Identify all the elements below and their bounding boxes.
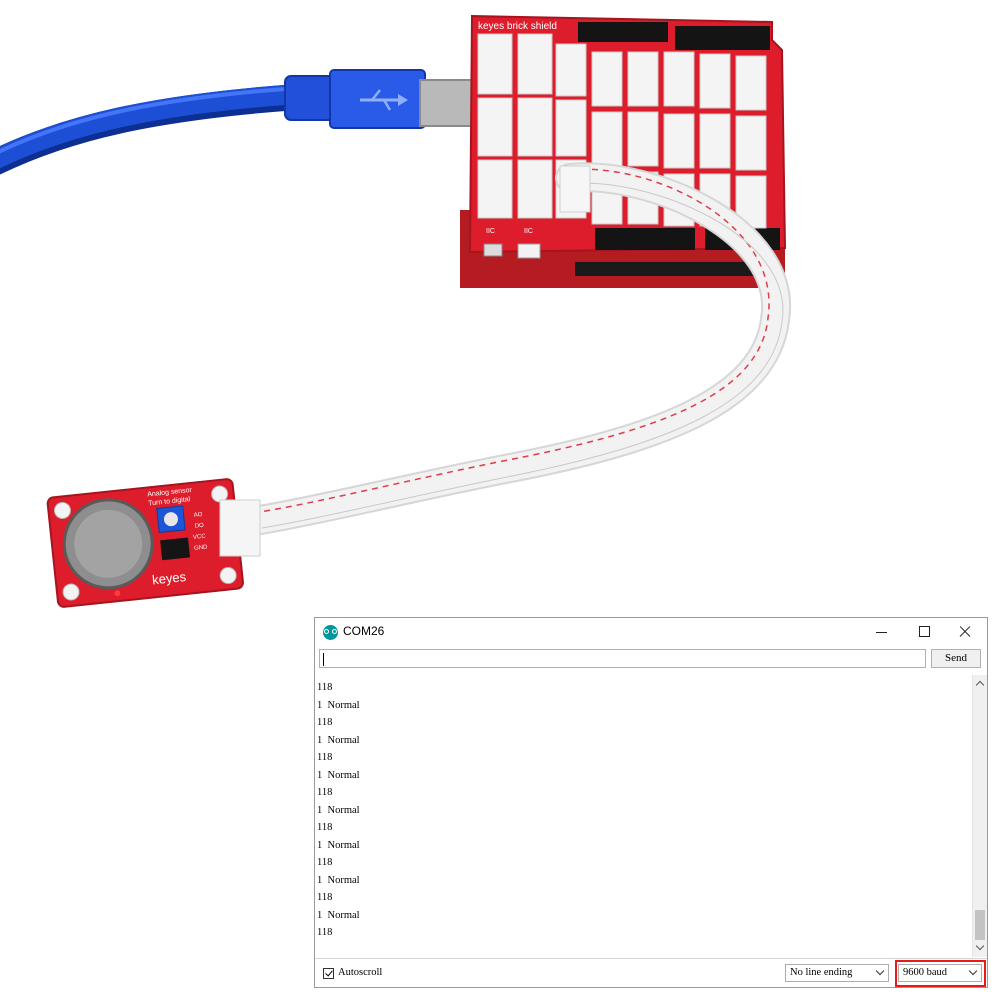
output-line: 1 Normal [317, 699, 360, 711]
output-line: 1 Normal [317, 909, 360, 921]
vertical-scrollbar[interactable] [972, 675, 987, 957]
output-line: 118 [317, 682, 333, 693]
title-bar: COM26 [315, 618, 987, 646]
iic-left-label: IIC [486, 228, 495, 235]
pin-label-vcc: VCC [193, 534, 207, 541]
mount-hole [53, 501, 71, 519]
baud-rate-select[interactable]: 9600 baud [898, 964, 982, 982]
sensor-brand-label: keyes [151, 569, 187, 588]
line-ending-select[interactable]: No line ending [785, 964, 889, 982]
gas-sensor-mesh [74, 509, 143, 578]
scroll-down-icon[interactable] [973, 941, 987, 955]
minimize-button[interactable] [869, 621, 895, 643]
sensor-label-line1: Analog sensor [147, 487, 193, 499]
potentiometer-knob [163, 512, 178, 527]
baud-highlight-box [895, 960, 986, 987]
usb-symbol-icon [360, 89, 408, 111]
autoscroll-label: Autoscroll [338, 967, 383, 978]
shield-connectors [477, 33, 767, 229]
chevron-down-icon [875, 966, 885, 976]
pin-label-ao: AO [193, 512, 203, 519]
text-caret [323, 653, 324, 666]
scroll-up-icon[interactable] [973, 677, 987, 691]
output-line: 1 Normal [317, 874, 360, 886]
output-line: 118 [317, 717, 333, 728]
output-line: 118 [317, 822, 333, 833]
output-line: 1 Normal [317, 734, 360, 746]
shield-title: keyes brick shield [478, 21, 557, 32]
iic-right-label: IIC [524, 228, 533, 235]
pin-label-gnd: GND [194, 544, 209, 551]
serial-monitor-window: COM26 Send 118 1 Normal 118 1 Normal 118 1 No… [314, 617, 988, 988]
power-led [114, 590, 121, 597]
output-line: 118 [317, 892, 333, 903]
output-line: 1 Normal [317, 769, 360, 781]
serial-output[interactable]: 118 1 Normal 118 1 Normal 118 1 Normal 118 1 No… [315, 675, 972, 957]
window-title: COM26 [343, 624, 385, 638]
output-line: 1 Normal [317, 839, 360, 851]
small-connector [517, 243, 541, 259]
send-row: Send [315, 646, 987, 674]
sensor-label-line2: Turn to digital [148, 496, 191, 507]
mount-hole [219, 567, 237, 585]
bottom-bar: Autoscroll No line ending 9600 baud [315, 958, 987, 988]
output-line: 118 [317, 752, 333, 763]
mount-hole [62, 583, 80, 601]
comparator-chip [160, 537, 191, 561]
reset-button [483, 243, 503, 257]
gas-sensor-module: Analog sensor Turn to digital keyes AO D… [46, 478, 244, 608]
shield-header-bottom-left [595, 228, 695, 250]
maximize-button[interactable] [911, 621, 937, 643]
usb-cable-highlight [0, 84, 332, 154]
ribbon-plug-shield [559, 165, 591, 213]
output-line: 1 Normal [317, 804, 360, 816]
close-button[interactable] [952, 621, 978, 643]
send-button[interactable]: Send [931, 649, 981, 668]
ribbon-cable-stripe [259, 168, 770, 513]
output-line: 118 [317, 927, 333, 938]
pin-label-do: DO [195, 523, 205, 530]
line-ending-value: No line ending [790, 967, 853, 978]
arduino-header [575, 262, 775, 276]
output-line: 118 [317, 787, 333, 798]
shield-header-top-left [578, 22, 668, 42]
scroll-thumb[interactable] [975, 910, 985, 940]
ribbon-cable-line [261, 182, 784, 529]
usb-b-connector [419, 79, 476, 127]
serial-input[interactable] [319, 649, 926, 668]
shield-header-top-right [675, 26, 770, 50]
ribbon-cable [247, 164, 790, 533]
output-line: 118 [317, 857, 333, 868]
sensor-connector [219, 499, 261, 557]
arduino-logo-icon [323, 625, 338, 640]
usb-cable [0, 82, 340, 169]
autoscroll-checkbox[interactable] [323, 968, 334, 979]
baud-rate-value: 9600 baud [903, 967, 948, 978]
